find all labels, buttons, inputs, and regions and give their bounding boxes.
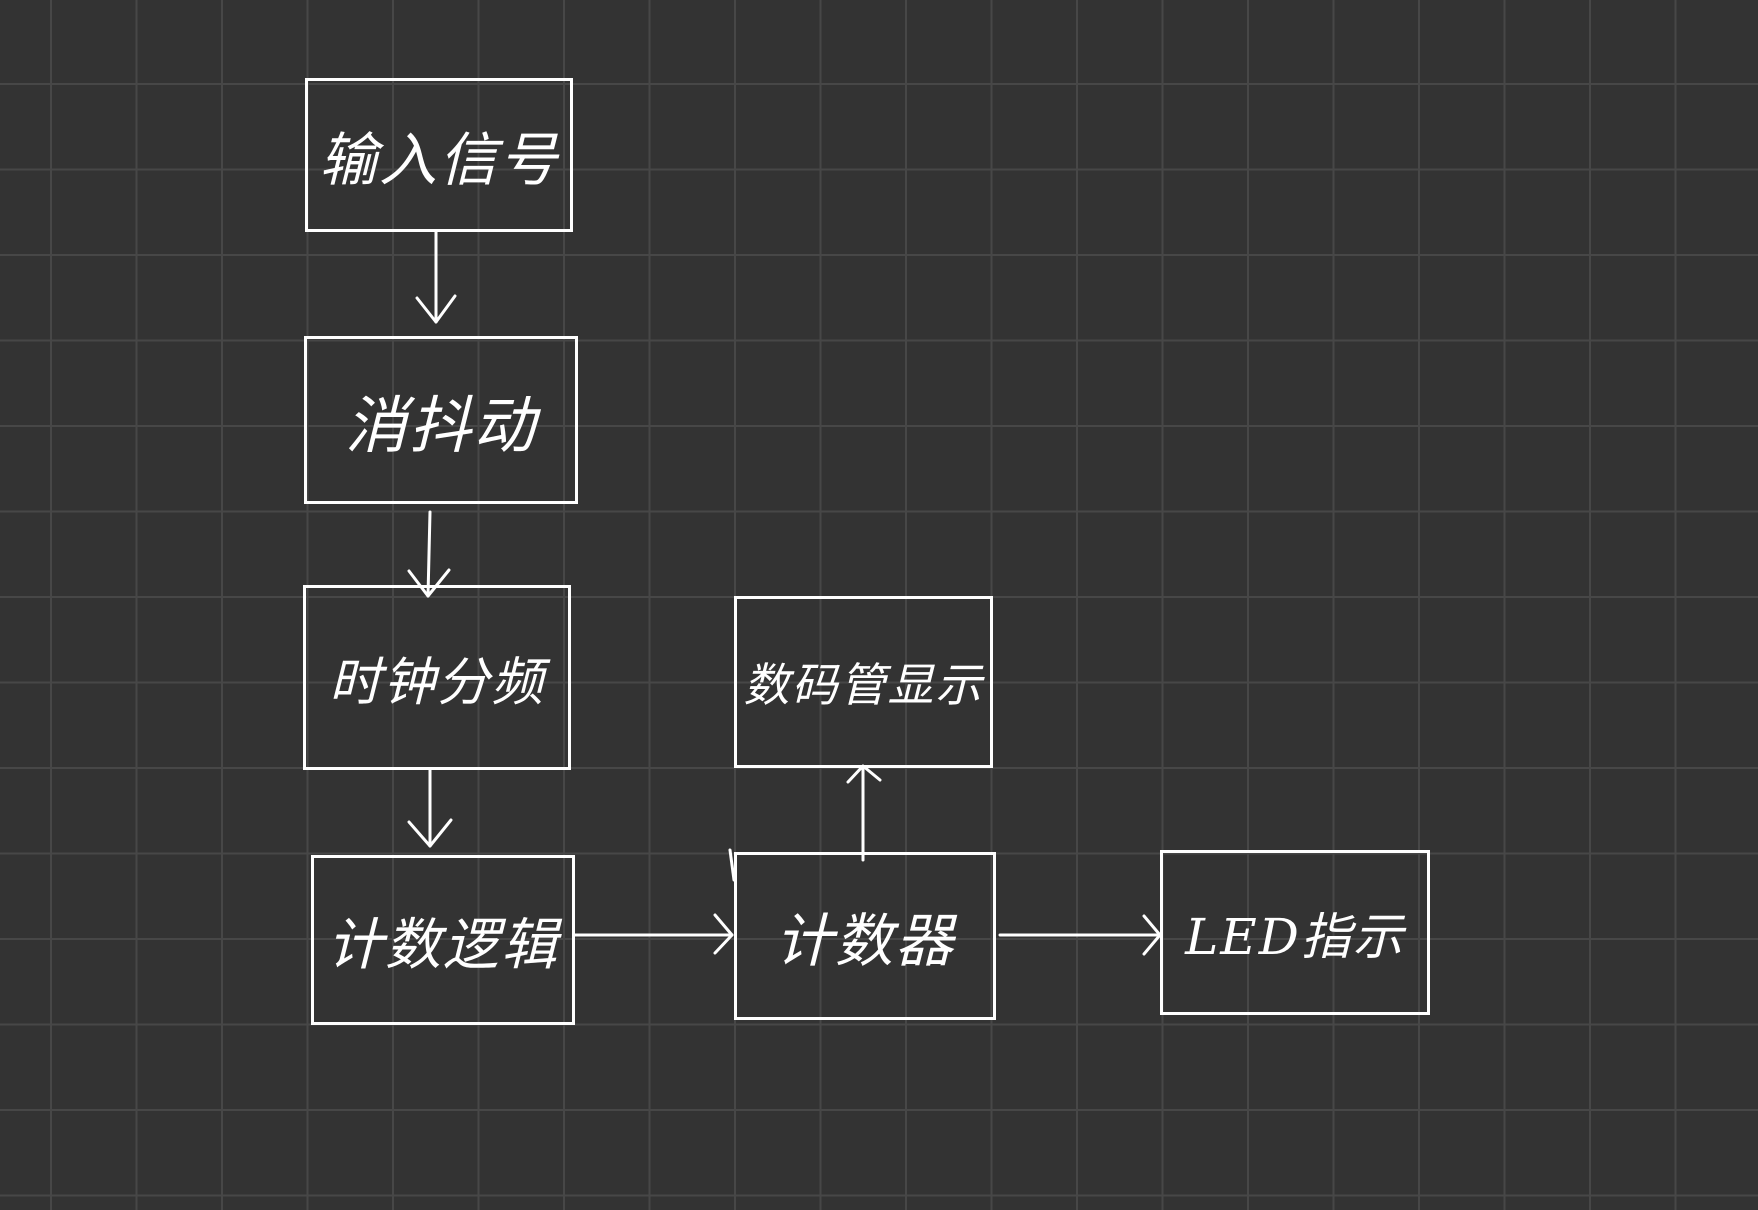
block-debounce-label: 消抖动 (344, 389, 537, 462)
block-count-logic-label: 计数逻辑 (327, 912, 559, 978)
arrow-clock-divider-to-count-logic (407, 768, 453, 848)
pen-stroke-mark (728, 848, 736, 882)
block-counter-label: 计数器 (774, 907, 955, 975)
block-led-indicator[interactable]: LED指示 (1160, 850, 1430, 1015)
arrow-counter-to-led (998, 914, 1162, 956)
block-debounce[interactable]: 消抖动 (304, 336, 578, 504)
block-clock-divider[interactable]: 时钟分频 (303, 585, 571, 770)
arrow-debounce-to-clock-divider (407, 510, 451, 598)
block-input-signal-label: 输入信号 (318, 126, 559, 194)
block-input-signal[interactable]: 输入信号 (305, 78, 573, 232)
block-led-indicator-label: LED指示 (1185, 907, 1405, 966)
block-count-logic[interactable]: 计数逻辑 (311, 855, 575, 1025)
arrow-count-logic-to-counter (573, 913, 734, 955)
arrow-counter-to-seven-seg (846, 764, 882, 862)
block-counter[interactable]: 计数器 (734, 852, 996, 1020)
block-seven-seg-display[interactable]: 数码管显示 (734, 596, 993, 768)
arrow-input-to-debounce (415, 230, 457, 324)
block-seven-seg-display-label: 数码管显示 (743, 658, 984, 712)
block-clock-divider-label: 时钟分频 (328, 653, 545, 713)
